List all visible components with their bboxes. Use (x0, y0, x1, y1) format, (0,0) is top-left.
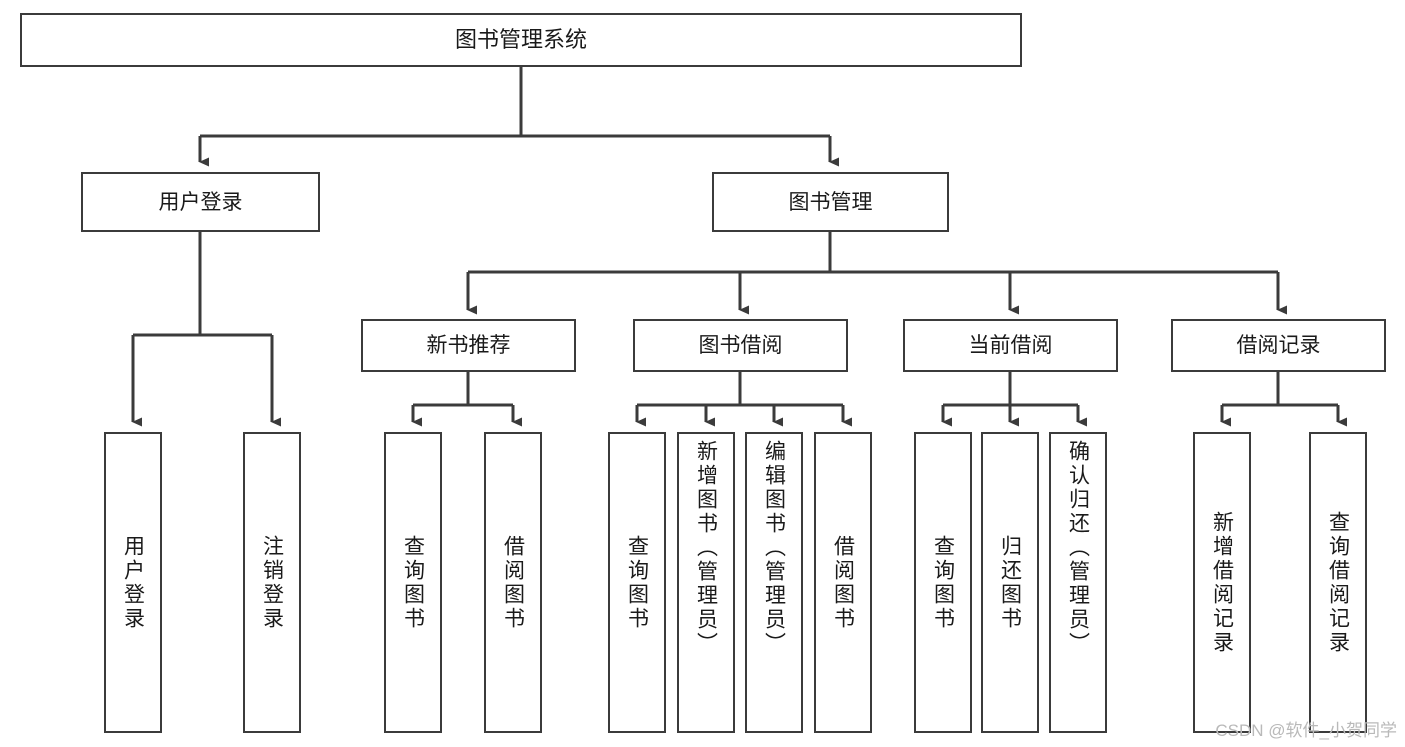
csdn-watermark: CSDN @软件_小贺同学 (1215, 721, 1397, 740)
node-leaf-borrow-book-2-label: 借阅图书 (831, 534, 855, 631)
node-leaf-borrow-book-1[interactable]: 借阅图书 (484, 432, 542, 733)
node-leaf-add-borrow-record[interactable]: 新增借阅记录 (1193, 432, 1251, 733)
node-book-management-label: 图书管理 (788, 190, 873, 214)
node-leaf-logout-login[interactable]: 注销登录 (243, 432, 301, 733)
node-leaf-confirm-return-admin[interactable]: 确认归还（管理员） (1049, 432, 1107, 733)
node-book-borrow-label: 图书借阅 (698, 334, 783, 357)
node-leaf-return-book[interactable]: 归还图书 (981, 432, 1039, 733)
node-leaf-logout-login-label: 注销登录 (260, 534, 284, 631)
node-root[interactable]: 图书管理系统 (20, 13, 1022, 67)
node-leaf-borrow-book-1-label: 借阅图书 (501, 534, 525, 631)
node-borrow-record[interactable]: 借阅记录 (1171, 319, 1386, 372)
node-leaf-query-book-3[interactable]: 查询图书 (914, 432, 972, 733)
node-user-login-label: 用户登录 (158, 190, 243, 214)
node-borrow-record-label: 借阅记录 (1236, 334, 1321, 357)
node-leaf-add-borrow-record-label: 新增借阅记录 (1210, 510, 1234, 655)
node-leaf-query-book-2-label: 查询图书 (625, 534, 649, 631)
node-book-management[interactable]: 图书管理 (712, 172, 949, 232)
node-book-borrow[interactable]: 图书借阅 (633, 319, 848, 372)
node-leaf-query-book-1[interactable]: 查询图书 (384, 432, 442, 733)
node-leaf-user-login-label: 用户登录 (121, 534, 145, 631)
node-leaf-confirm-return-admin-label: 确认归还（管理员） (1066, 440, 1090, 656)
node-leaf-query-borrow-record-label: 查询借阅记录 (1326, 510, 1350, 655)
node-leaf-user-login[interactable]: 用户登录 (104, 432, 162, 733)
node-new-book-recommend[interactable]: 新书推荐 (361, 319, 576, 372)
node-leaf-query-book-3-label: 查询图书 (931, 534, 955, 631)
node-leaf-query-book-2[interactable]: 查询图书 (608, 432, 666, 733)
node-root-label: 图书管理系统 (454, 27, 587, 52)
node-leaf-add-book-admin-label: 新增图书（管理员） (694, 440, 718, 656)
node-leaf-query-book-1-label: 查询图书 (401, 534, 425, 631)
node-leaf-add-book-admin[interactable]: 新增图书（管理员） (677, 432, 735, 733)
node-current-borrow-label: 当前借阅 (968, 334, 1053, 357)
node-user-login[interactable]: 用户登录 (81, 172, 320, 232)
node-leaf-return-book-label: 归还图书 (998, 534, 1022, 631)
node-leaf-query-borrow-record[interactable]: 查询借阅记录 (1309, 432, 1367, 733)
node-leaf-edit-book-admin[interactable]: 编辑图书（管理员） (745, 432, 803, 733)
node-current-borrow[interactable]: 当前借阅 (903, 319, 1118, 372)
node-new-book-recommend-label: 新书推荐 (426, 334, 511, 357)
node-leaf-borrow-book-2[interactable]: 借阅图书 (814, 432, 872, 733)
node-leaf-edit-book-admin-label: 编辑图书（管理员） (762, 440, 786, 656)
